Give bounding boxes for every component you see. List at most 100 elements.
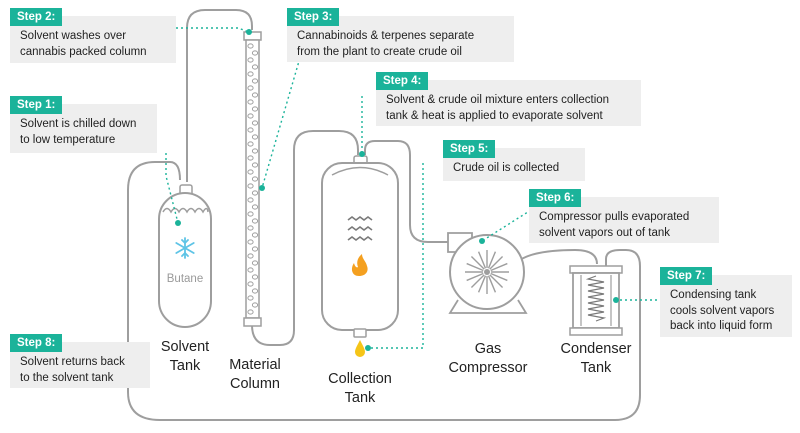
pellet [251,302,259,308]
pellet [247,85,254,91]
pipe-solvent-to-column [186,9,253,182]
condenser-bottom-cap [569,327,623,336]
collection-tank-label: Collection Tank [328,371,392,406]
flame-icon [351,254,368,276]
piping [127,9,641,421]
step-2-label: Step 2: [10,8,63,26]
fan-spoke [470,255,485,270]
step-8-label: Step 8: [10,334,63,352]
pellet [251,232,259,238]
pellet [247,113,254,119]
pipe-column-to-collection [251,130,359,346]
pellet [247,127,254,133]
pellet [251,148,259,154]
step-5-text: Crude oil is collected [453,162,560,174]
snowflake-icon [175,237,195,259]
collection-tank-body [321,162,399,331]
step-2-text: Solvent washes over cannabis packed colu… [20,30,147,58]
pellet [247,239,254,245]
oil-droplet-icon [355,340,365,357]
gas-compressor-label: Gas Compressor [448,341,528,376]
pellet [251,204,259,210]
pellet [247,225,254,231]
step-8-text: Solvent returns back to the solvent tank [20,356,125,384]
fan-spoke [487,251,497,269]
pellet [251,274,259,280]
pipe-collection-to-compressor [364,140,448,243]
fan-spoke [490,272,508,282]
fan-spoke [489,274,504,289]
condenser-body [572,272,620,329]
collection-tank [321,155,399,357]
fan-spoke [477,251,487,269]
step-6-label: Step 6: [529,189,582,207]
pellet [251,120,259,126]
pellet [251,92,259,98]
solvent-tank-content-label: Butane [166,273,204,285]
pellet [247,169,254,175]
step-8-callout: Step 8: Solvent returns back to the solv… [10,334,150,388]
pellet [247,211,254,217]
leader-lines [165,27,657,349]
solvent-tank [158,184,212,328]
solvent-tank-label: Solvent Tank [160,339,210,374]
pellet [247,155,254,161]
pellet [247,295,254,301]
pellet [251,246,259,252]
collection-tank-dome [331,166,389,176]
cannabis-material [247,43,259,315]
pellet [251,78,259,84]
pellet [247,183,254,189]
condenser-top-cap [569,265,623,274]
pellet [251,106,259,112]
pellet [251,260,259,266]
material-column [243,31,262,327]
pellet [251,218,259,224]
pellet [251,288,259,294]
collection-outlet [353,328,367,338]
pellet [251,190,259,196]
fan-spoke [470,274,485,289]
step-4-text: Solvent & crude oil mixture enters colle… [386,94,610,122]
pellet [251,176,259,182]
step-6-text: Compressor pulls evaporated solvent vapo… [539,211,690,239]
step-7-label: Step 7: [660,267,713,285]
pellet [247,99,254,105]
pipe-compressor-to-condenser [515,248,598,265]
heat-waves-icon [347,216,373,241]
pellet [251,162,259,168]
fan-spoke [490,262,508,272]
fan-spoke [489,255,504,270]
column-bottom-cap [243,317,262,327]
pellet [247,57,254,63]
solvent-frost [162,207,209,214]
pellet [247,281,254,287]
step-1-callout: Step 1: Solvent is chilled down to low t… [10,96,157,153]
pellet [247,43,254,49]
step-3-callout: Step 3: Cannabinoids & terpenes separate… [287,8,514,62]
compressor-fan-icon [465,250,509,294]
pellet [247,253,254,259]
pellet [251,50,259,56]
step-4-label: Step 4: [376,72,429,90]
step-1-label: Step 1: [10,96,63,114]
fan-hub [484,269,490,275]
fan-spoke [487,275,497,293]
pellet [247,71,254,77]
step-7-text: Condensing tank cools solvent vapors bac… [670,289,775,332]
pellet [247,309,254,315]
condenser-tank [569,265,623,336]
step-5-callout: Step 5: Crude oil is collected [443,140,585,181]
fan-spoke [477,275,487,293]
condenser-coil-icon [585,275,607,322]
step-3-label: Step 3: [287,8,340,26]
step-2-callout: Step 2: Solvent washes over cannabis pac… [10,8,176,63]
step-4-callout: Step 4: Solvent & crude oil mixture ente… [376,72,641,126]
pellet [247,267,254,273]
solvent-tank-body [158,192,212,328]
pellet [247,197,254,203]
pellet [247,141,254,147]
pellet [251,64,259,70]
condenser-tank-label: Condenser Tank [560,341,632,376]
